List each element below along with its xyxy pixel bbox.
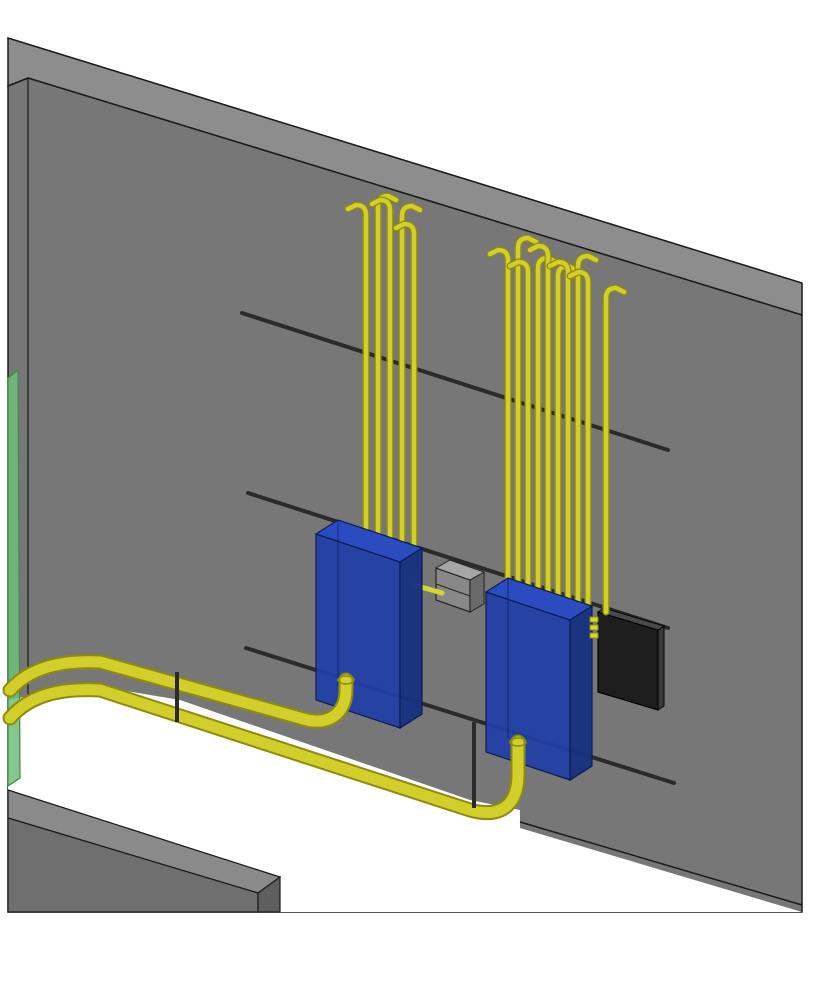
panel-right-top: [484, 577, 594, 621]
junction-box-top: [434, 559, 486, 581]
dark-panel[interactable]: [596, 607, 666, 711]
dark-panel-side: [657, 625, 665, 711]
vertical-conduit-fill: [345, 202, 369, 533]
vertical-conduit-fill: [507, 259, 531, 594]
vertical-conduit-fill: [603, 285, 627, 615]
panel-left-side: [399, 546, 423, 730]
vertical-conduit-fill: [527, 243, 551, 600]
vertical-conduits-right[interactable]: [486, 234, 628, 616]
panel-left-top: [314, 519, 424, 563]
vertical-conduit-fill: [393, 221, 417, 549]
connector: [589, 632, 599, 639]
vertical-conduit-fill: [369, 197, 393, 541]
support-posts: [175, 672, 476, 808]
vertical-conduit-fill: [567, 269, 591, 612]
floor-edge: [519, 821, 803, 906]
junction-box-seam: [435, 583, 471, 597]
floor-conduit-run-1-fill: [4, 656, 352, 727]
floor-conduit-runs[interactable]: [2, 654, 527, 821]
vertical-conduit-fill: [515, 235, 539, 591]
vertical-conduit-fill: [547, 259, 571, 606]
floor-conduit-run-2-fill: [4, 684, 524, 819]
electrical-panel-left[interactable]: [314, 519, 424, 730]
conduit-end-2: [509, 737, 527, 747]
electrical-panel-right[interactable]: [484, 577, 594, 782]
panel-right-side: [569, 604, 593, 782]
connector: [589, 624, 599, 631]
floor-slab: [7, 789, 282, 913]
panel-connectors: [589, 616, 599, 639]
conduit-end-1: [337, 675, 355, 685]
vertical-conduits-left[interactable]: [344, 192, 424, 550]
connector: [589, 616, 599, 623]
panel-right-front: [485, 591, 571, 781]
junction-box[interactable]: [434, 559, 486, 613]
unistrut-rail-top: [240, 311, 670, 452]
slab-side: [257, 875, 281, 913]
unistrut-rail-middle: [246, 491, 670, 630]
vertical-conduit-fill: [575, 253, 599, 609]
panel-left-front: [315, 533, 401, 729]
vertical-conduit-fill: [487, 247, 511, 588]
dark-panel-top: [596, 607, 666, 631]
vertical-conduit-fill: [399, 203, 423, 545]
